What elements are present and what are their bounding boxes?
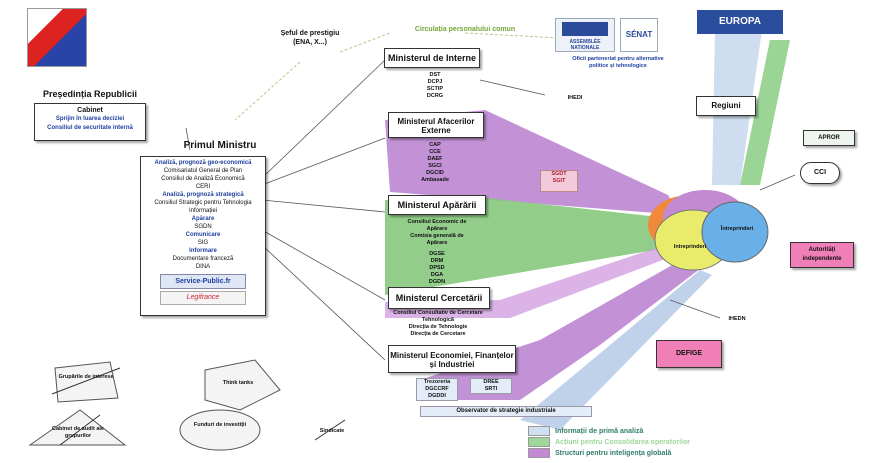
- pm-box: Analiză, prognoză geo-economică Comisari…: [140, 156, 266, 316]
- legend-item-1: Informații de primă analiză: [528, 426, 643, 436]
- partner-text: Oficii parteneriat pentru alternative po…: [572, 56, 664, 69]
- legend-item-2: Acțiuni pentru Consolidarea operatorilor: [528, 437, 690, 447]
- mef-box: Ministerul Economiei, Finanțelor și Indu…: [388, 345, 516, 373]
- europa-box: EUROPA: [697, 10, 783, 34]
- ihedn-label: IHEDN: [728, 316, 746, 322]
- pm-title: Primul Ministru: [183, 140, 257, 151]
- ministerul-interne-box: Ministerul de Interne: [384, 48, 480, 68]
- flag-image: [27, 8, 87, 67]
- defige-box: DEFIGE: [656, 340, 722, 368]
- bottom-blue-fan: [520, 270, 712, 430]
- regiuni-box: Regiuni: [696, 96, 756, 116]
- prestige-label: Șeful de prestigiu(ENA, X...): [280, 30, 340, 46]
- bottom-shape-2: [204, 359, 281, 411]
- mcer-box: Ministerul Cercetării: [388, 287, 490, 309]
- mcer-purple-fan: [385, 245, 668, 318]
- circulation-label: Circulația personalului comun: [414, 26, 516, 33]
- assemblee-logo: ASSEMBLÉE NATIONALE: [555, 18, 615, 52]
- mcer-items: Consiliul Consultativ de Cercetare Tehno…: [393, 310, 483, 337]
- bottom-label-2: Think tanks: [222, 380, 254, 386]
- map-box: Ministerul Apărării: [388, 195, 486, 215]
- legend-swatch-3: [528, 448, 550, 458]
- strike-3: [314, 419, 346, 441]
- bottom-label-5: Sindicate: [319, 428, 345, 434]
- senat-logo: SÉNAT: [620, 18, 658, 52]
- legend-swatch-2: [528, 437, 550, 447]
- bottom-shape-4: [179, 409, 261, 451]
- apror-box: APROR: [803, 130, 855, 146]
- europa-beam-green: [740, 40, 790, 185]
- bubble-label-a: Intreprinderi: [673, 244, 707, 250]
- ihedi-label: IHEDI: [567, 95, 583, 101]
- presedintia-box: Cabinet Sprijin în luarea deciziei Consi…: [34, 103, 146, 141]
- legend-item-3: Structuri pentru inteligența globală: [528, 448, 671, 458]
- bottom-label-3: Cabinet de audit ale grupurilor: [52, 426, 104, 439]
- presedintia-title: Președinția Republicii: [42, 89, 138, 99]
- bubble-label-b: Întreprinderi: [720, 226, 754, 232]
- autoritati-box: Autorități independente: [790, 242, 854, 268]
- strike-2: [59, 414, 101, 446]
- maf-box: Ministerul Afacerilor Externe: [388, 112, 484, 138]
- strike-1: [51, 367, 121, 395]
- bottom-label-1: Grupările de interese: [58, 374, 114, 380]
- connector-lines: [185, 59, 796, 361]
- legend-swatch-1: [528, 426, 550, 436]
- cci-box: CCI: [800, 162, 840, 184]
- bottom-shape-3: [28, 409, 127, 446]
- map-green-fan: [385, 198, 668, 295]
- dashed-lines: [234, 32, 561, 121]
- bottom-label-4: Funduri de investiții: [193, 422, 247, 428]
- service-public-logo: Service-Public.fr: [160, 274, 246, 289]
- bubble-blue: [701, 201, 769, 263]
- mef-obs: Observator de strategie industriale: [420, 406, 592, 417]
- legifrance-logo: Legifrance: [160, 291, 246, 305]
- bottom-shape-1: [54, 361, 119, 403]
